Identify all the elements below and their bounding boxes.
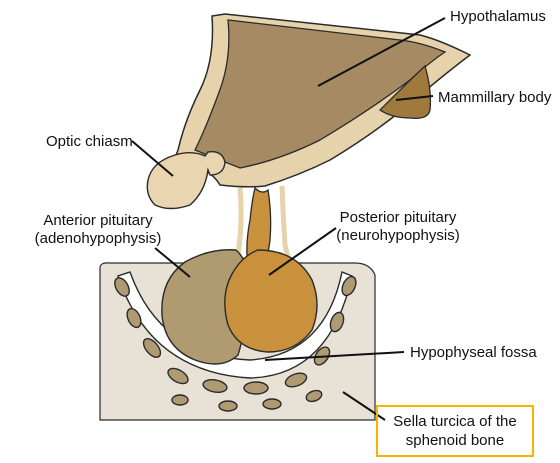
label-hypothalamus: Hypothalamus [450,8,546,26]
label-optic-chiasm: Optic chiasm [46,133,133,151]
label-mammillary-body: Mammillary body [438,89,551,107]
sella-turcica-highlight-box: Sella turcica of the sphenoid bone [376,405,534,457]
label-posterior-pituitary: Posterior pituitary (neurohypophysis) [322,209,474,245]
label-anterior-line2: (adenohypophysis) [22,230,174,248]
optic-chiasm [147,152,225,209]
label-posterior-line2: (neurohypophysis) [322,227,474,245]
label-posterior-line1: Posterior pituitary [322,209,474,227]
label-hypophyseal-fossa: Hypophyseal fossa [410,344,537,362]
label-anterior-line1: Anterior pituitary [22,212,174,230]
label-sella-line1: Sella turcica of the [393,412,516,431]
label-sella-line2: sphenoid bone [406,431,504,450]
label-anterior-pituitary: Anterior pituitary (adenohypophysis) [22,212,174,248]
